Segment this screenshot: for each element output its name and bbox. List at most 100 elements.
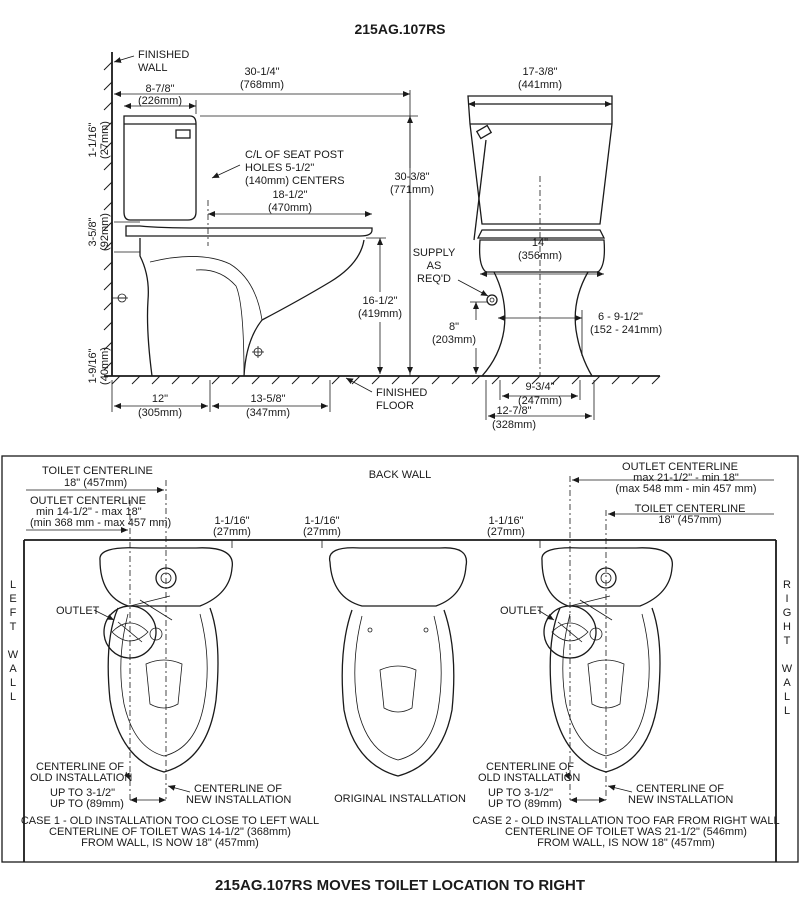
case2-caption-3: FROM WALL, IS NOW 18" (457mm) (537, 837, 715, 849)
supply-offset-in: 6 - 9-1/2" (598, 311, 643, 323)
case1-up-to-2: UP TO (89mm) (50, 798, 124, 810)
case2-new-cl-2: NEW INSTALLATION (628, 794, 733, 806)
case2-outlet-cl-1: OUTLET CENTERLINE (622, 461, 738, 473)
overall-height-in: 30-3/8" (394, 171, 429, 183)
side-seat (125, 225, 373, 237)
wall-hatch (103, 61, 113, 371)
finished-floor-label: FINISHED (376, 387, 427, 399)
plan-view: BACK WALL L E F T W A L L R I G H T W A … (1, 455, 799, 863)
overall-depth-mm: (768mm) (240, 79, 284, 91)
bowl-length-mm: (470mm) (268, 202, 312, 214)
outlet-height-in: 1-9/16" (87, 348, 99, 383)
seat-post-label-3: (140mm) CENTERS (245, 175, 345, 187)
case2-toilet-cl-1: TOILET CENTERLINE (635, 503, 746, 515)
tank-gap-in: 1-1/16" (87, 122, 99, 157)
flush-lever-side (175, 129, 191, 139)
case2-up-to-1: UP TO 3-1/2" (488, 787, 553, 799)
svg-text:E: E (9, 593, 16, 605)
case2-toilet (541, 476, 673, 800)
svg-text:G: G (783, 607, 792, 619)
finished-wall-label-2: WALL (138, 62, 168, 74)
left-wall-label: L E F T W A L L (8, 579, 19, 703)
svg-text:L: L (10, 691, 16, 703)
case2-up-to-2: UP TO (89mm) (488, 798, 562, 810)
case1-new-cl-1: CENTERLINE OF (194, 783, 282, 795)
front-seat (476, 229, 606, 239)
tank-width-in: 17-3/8" (522, 66, 557, 78)
front-dist-mm: (347mm) (246, 407, 290, 419)
case2-caption-2: CENTERLINE OF TOILET WAS 21-1/2" (546mm) (505, 826, 747, 838)
case2-gap-in: 1-1/16" (488, 515, 523, 527)
original-gap-mm: (27mm) (303, 526, 341, 538)
original-toilet (328, 547, 468, 777)
case1-new-cl-2: NEW INSTALLATION (186, 794, 291, 806)
supply-valve (486, 294, 498, 306)
svg-text:W: W (782, 663, 793, 675)
case1-outlet-cl-3: (min 368 mm - max 457 mm) (30, 517, 171, 529)
svg-text:A: A (9, 663, 17, 675)
seat-post-label-2: HOLES 5-1/2" (245, 162, 314, 174)
case2-tank (541, 547, 673, 607)
rim-height-mm: (419mm) (358, 308, 402, 320)
finished-wall-label: FINISHED (138, 49, 189, 61)
outlet-height-mm: (40mm) (99, 347, 111, 385)
back-wall-label: BACK WALL (369, 469, 432, 481)
side-tank (123, 115, 197, 221)
svg-text:W: W (8, 649, 19, 661)
case1-caption-3: FROM WALL, IS NOW 18" (457mm) (81, 837, 259, 849)
tank-offset-mm: (92mm) (99, 213, 111, 251)
bowl-length-in: 18-1/2" (272, 189, 307, 201)
plan-frame (1, 455, 799, 863)
case2-outlet-label: OUTLET (500, 605, 544, 617)
case1-old-cl-2: OLD INSTALLATION (30, 772, 132, 784)
tank-offset-in: 3-5/8" (87, 217, 99, 246)
case1-caption-2: CENTERLINE OF TOILET WAS 14-1/2" (368mm) (49, 826, 291, 838)
original-gap-in: 1-1/16" (304, 515, 339, 527)
case1-toilet-cl-1: TOILET CENTERLINE (42, 465, 153, 477)
svg-text:I: I (785, 593, 788, 605)
bottom-title: 215AG.107RS MOVES TOILET LOCATION TO RIG… (215, 877, 585, 894)
case1-old-cl-1: CENTERLINE OF (36, 761, 124, 773)
finished-floor-label-2: FLOOR (376, 400, 414, 412)
case1-caption-1: CASE 1 - OLD INSTALLATION TOO CLOSE TO L… (21, 815, 319, 827)
foot-width-in: 12-7/8" (496, 405, 531, 417)
case2-bowl (549, 607, 661, 773)
overall-height-mm: (771mm) (390, 184, 434, 196)
rim-height-in: 16-1/2" (362, 295, 397, 307)
case1-outlet-cl-2: min 14-1/2" - max 18" (36, 506, 142, 518)
case2-old-cl-2: OLD INSTALLATION (478, 772, 580, 784)
case1-bowl (107, 607, 219, 773)
base-width-mm: (247mm) (518, 395, 562, 407)
rough-in-mm: (305mm) (138, 407, 182, 419)
case1-toilet-cl-2: 18" (457mm) (64, 477, 127, 489)
right-wall-label: R I G H T W A L L (782, 579, 793, 717)
case2-outlet-cl-3: (max 548 mm - min 457 mm) (615, 483, 756, 495)
svg-text:L: L (10, 579, 16, 591)
tank-depth-in: 8-7/8" (146, 83, 175, 95)
bowl-width-mm: (356mm) (518, 250, 562, 262)
svg-text:T: T (10, 621, 17, 633)
tank-gap-mm: (27mm) (99, 121, 111, 159)
original-bowl (341, 609, 455, 777)
svg-text:L: L (10, 677, 16, 689)
supply-label-3: REQ'D (417, 273, 451, 285)
flush-lever-front (475, 124, 493, 140)
case2-old-cl-1: CENTERLINE OF (486, 761, 574, 773)
supply-height-in: 8" (449, 321, 459, 333)
case1-toilet (99, 480, 233, 800)
case1-up-to-1: UP TO 3-1/2" (50, 787, 115, 799)
svg-text:H: H (783, 621, 791, 633)
case1-tank (99, 547, 233, 607)
svg-text:T: T (784, 635, 791, 647)
base-width-in: 9-3/4" (526, 381, 555, 393)
side-view: FINISHED WALL 30-1/4" (768mm) 8-7/8" (22… (87, 49, 661, 419)
supply-label-1: SUPPLY (413, 247, 456, 259)
supply-height-mm: (203mm) (432, 334, 476, 346)
tank-depth-mm: (226mm) (138, 95, 182, 107)
tank-width-mm: (441mm) (518, 79, 562, 91)
supply-label-2: AS (427, 260, 442, 272)
original-tank (328, 547, 468, 607)
model-title: 215AG.107RS (354, 21, 445, 37)
svg-text:L: L (784, 705, 790, 717)
